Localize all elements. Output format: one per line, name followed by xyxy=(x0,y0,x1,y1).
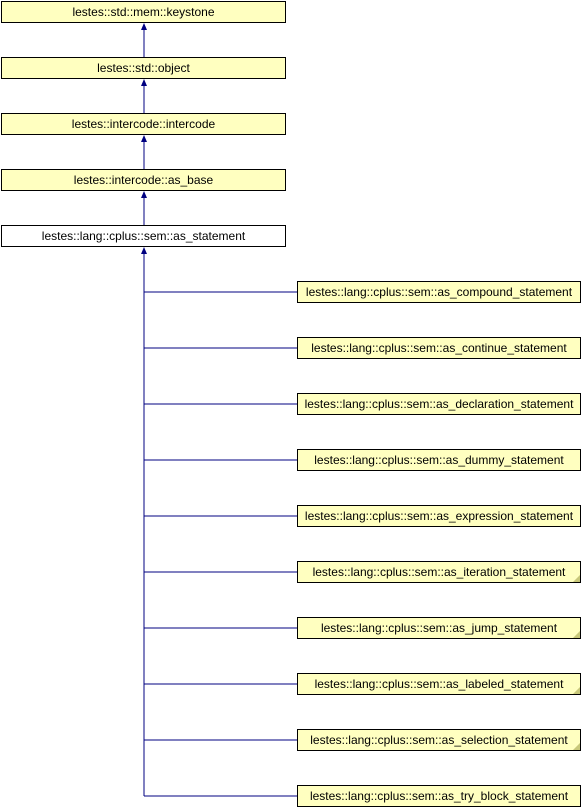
class-label: lestes::lang::cplus::sem::as_continue_st… xyxy=(311,341,567,355)
class-label: lestes::std::object xyxy=(97,61,190,75)
class-node-intercode[interactable]: lestes::intercode::intercode xyxy=(1,113,286,135)
class-node-as-continue-statement[interactable]: lestes::lang::cplus::sem::as_continue_st… xyxy=(297,337,581,359)
has-subclasses-marker-icon xyxy=(573,631,580,638)
class-label: lestes::lang::cplus::sem::as_declaration… xyxy=(304,397,574,411)
class-label: lestes::lang::cplus::sem::as_selection_s… xyxy=(310,733,568,747)
class-label: lestes::lang::cplus::sem::as_dummy_state… xyxy=(314,453,564,467)
class-label: lestes::lang::cplus::sem::as_labeled_sta… xyxy=(314,677,564,691)
class-label: lestes::lang::cplus::sem::as_jump_statem… xyxy=(320,621,558,635)
class-node-as-compound-statement[interactable]: lestes::lang::cplus::sem::as_compound_st… xyxy=(297,281,581,303)
class-label: lestes::lang::cplus::sem::as_iteration_s… xyxy=(312,565,566,579)
has-subclasses-marker-icon xyxy=(573,687,580,694)
class-label: lestes::lang::cplus::sem::as_expression_… xyxy=(304,509,574,523)
class-node-as-iteration-statement[interactable]: lestes::lang::cplus::sem::as_iteration_s… xyxy=(297,561,581,583)
class-label: lestes::lang::cplus::sem::as_statement xyxy=(41,229,246,243)
class-label: lestes::intercode::as_base xyxy=(73,173,214,187)
class-label: lestes::lang::cplus::sem::as_try_block_s… xyxy=(309,789,569,803)
class-node-as-declaration-statement[interactable]: lestes::lang::cplus::sem::as_declaration… xyxy=(297,393,581,415)
has-subclasses-marker-icon xyxy=(573,743,580,750)
class-node-as-try-block-statement[interactable]: lestes::lang::cplus::sem::as_try_block_s… xyxy=(297,785,581,807)
class-node-as-expression-statement[interactable]: lestes::lang::cplus::sem::as_expression_… xyxy=(297,505,581,527)
class-node-as-statement: lestes::lang::cplus::sem::as_statement xyxy=(1,225,286,247)
inheritance-arrowhead xyxy=(141,23,147,30)
inheritance-arrowhead xyxy=(141,135,147,142)
inheritance-arrowhead xyxy=(141,191,147,198)
inheritance-arrowhead xyxy=(141,79,147,86)
class-node-as-base[interactable]: lestes::intercode::as_base xyxy=(1,169,286,191)
class-node-object[interactable]: lestes::std::object xyxy=(1,57,286,79)
class-label: lestes::intercode::intercode xyxy=(71,117,216,131)
class-label: lestes::lang::cplus::sem::as_compound_st… xyxy=(305,285,573,299)
class-node-as-jump-statement[interactable]: lestes::lang::cplus::sem::as_jump_statem… xyxy=(297,617,581,639)
class-node-as-selection-statement[interactable]: lestes::lang::cplus::sem::as_selection_s… xyxy=(297,729,581,751)
class-node-as-dummy-statement[interactable]: lestes::lang::cplus::sem::as_dummy_state… xyxy=(297,449,581,471)
has-subclasses-marker-icon xyxy=(573,575,580,582)
class-label: lestes::std::mem::keystone xyxy=(72,5,215,19)
class-node-as-labeled-statement[interactable]: lestes::lang::cplus::sem::as_labeled_sta… xyxy=(297,673,581,695)
subclass-arrowhead xyxy=(141,247,147,254)
class-node-keystone[interactable]: lestes::std::mem::keystone xyxy=(1,1,286,23)
